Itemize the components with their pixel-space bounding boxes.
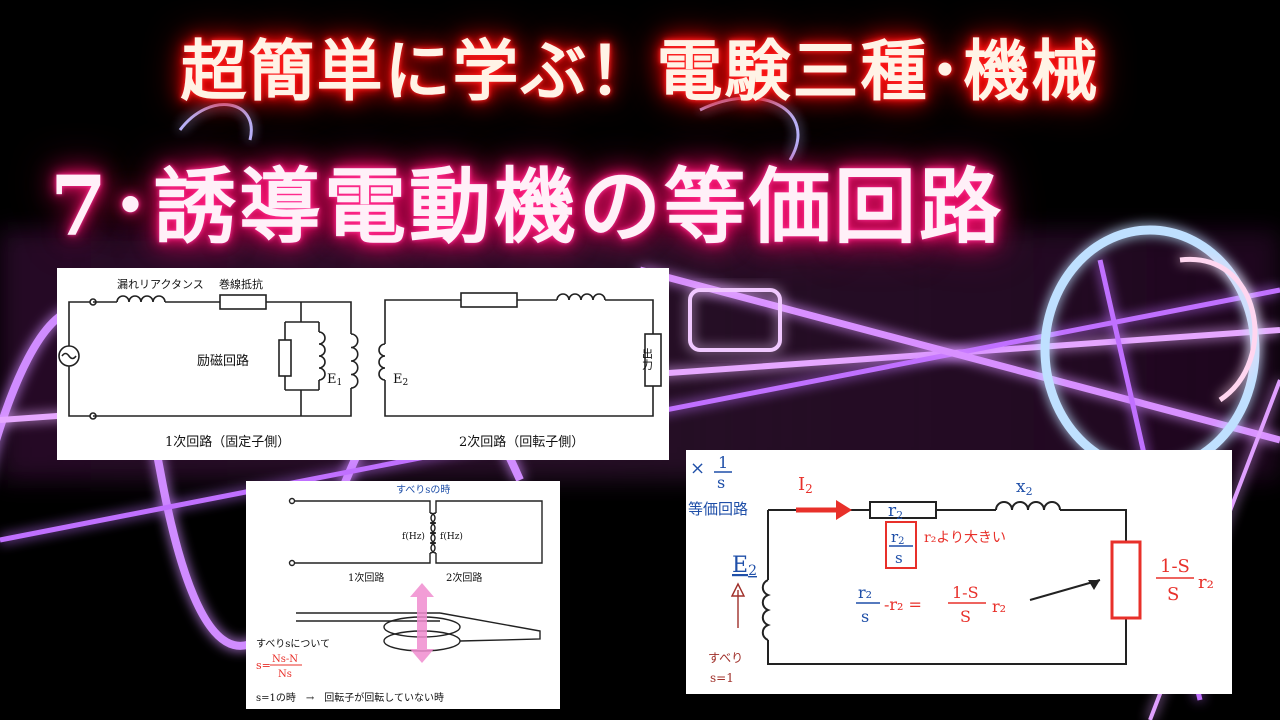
eq-right-r2: r₂ <box>992 597 1006 616</box>
load-r2: r₂ <box>1198 572 1214 593</box>
title-line-2: 7･誘導電動機の等価回路 <box>50 159 1005 255</box>
eq-left-numerator: r₂ <box>858 583 872 602</box>
load-numerator: 1-S <box>1160 556 1190 577</box>
about-slip-label: すべりsについて <box>256 638 330 650</box>
circuit-panel-primary-secondary: 漏れリアクタンス 巻線抵抗 励磁回路 E1 E2 出力 1次回路（固定子側） 2… <box>57 268 669 460</box>
r2-over-s-box <box>885 521 917 569</box>
box-denominator: s <box>895 549 903 567</box>
slip-time-label: すべりsの時 <box>396 484 450 496</box>
load-denominator: S <box>1167 584 1179 605</box>
eq-left-denominator: s <box>861 607 869 626</box>
box-numerator: r2 <box>891 528 905 547</box>
slip-formula-numerator: Ns-N <box>272 654 298 665</box>
i2-label: I2 <box>798 474 813 496</box>
times-sign: × <box>690 458 705 479</box>
slip-one-note: s=1の時 → 回転子が回転していない時 <box>256 691 444 704</box>
multiplier-denominator: s <box>717 473 725 492</box>
f-hz-left-label: f(Hz) <box>402 531 425 542</box>
eq-right-numerator: 1-S <box>952 583 979 602</box>
equivalent-circuit-label: 等価回路 <box>688 500 748 518</box>
slip-explanation-panel: すべりsの時 f(Hz) f(Hz) 1次回路 2次回路 すべりsについて s=… <box>246 481 560 709</box>
primary-circuit-caption: 1次回路（固定子側） <box>165 434 290 450</box>
secondary-caption: 2次回路 <box>446 571 482 584</box>
x2-label: x2 <box>1016 477 1033 498</box>
slip-one-label: s=1 <box>710 671 734 685</box>
secondary-equivalent-panel: × 1 s 等価回路 I2 r2 x2 r2 s r₂より大きい E2 すべり … <box>686 450 1232 694</box>
multiplier-numerator: 1 <box>718 453 728 472</box>
slip-label: すべり <box>708 651 743 665</box>
load-resistor <box>1110 540 1142 620</box>
eq-right-denominator: S <box>960 607 971 626</box>
winding-resistance-label: 巻線抵抗 <box>219 277 263 291</box>
slip-formula-s: s= <box>256 659 271 672</box>
slip-formula-denominator: Ns <box>278 669 292 680</box>
title-line-1: 超簡単に学ぶ！電験三種･機械 <box>180 32 1100 110</box>
r2-label: r2 <box>888 501 903 522</box>
excitation-circuit-label: 励磁回路 <box>197 353 249 369</box>
slip-diagram: すべりsの時 f(Hz) f(Hz) 1次回路 2次回路 すべりsについて s=… <box>256 484 543 704</box>
e2-source-label: E2 <box>732 553 757 579</box>
leakage-reactance-label: 漏れリアクタンス <box>117 278 204 291</box>
eq-minus-r2: -r₂ = <box>884 595 922 614</box>
e2-label: E2 <box>393 372 408 388</box>
primary-caption: 1次回路 <box>348 571 384 584</box>
current-arrowhead-icon <box>836 500 852 520</box>
secondary-equivalent-diagram: × 1 s 等価回路 I2 r2 x2 r2 s r₂より大きい E2 すべり … <box>688 453 1214 685</box>
secondary-circuit-caption: 2次回路（回転子側） <box>459 434 584 450</box>
circuit-diagram-1: 漏れリアクタンス 巻線抵抗 励磁回路 E1 E2 出力 1次回路（固定子側） 2… <box>58 277 662 450</box>
larger-than-r2-label: r₂より大きい <box>924 530 1006 546</box>
e1-label: E1 <box>327 372 342 388</box>
f-hz-right-label: f(Hz) <box>440 531 463 542</box>
output-label: 出力 <box>641 347 654 370</box>
double-arrow-icon <box>410 583 434 663</box>
